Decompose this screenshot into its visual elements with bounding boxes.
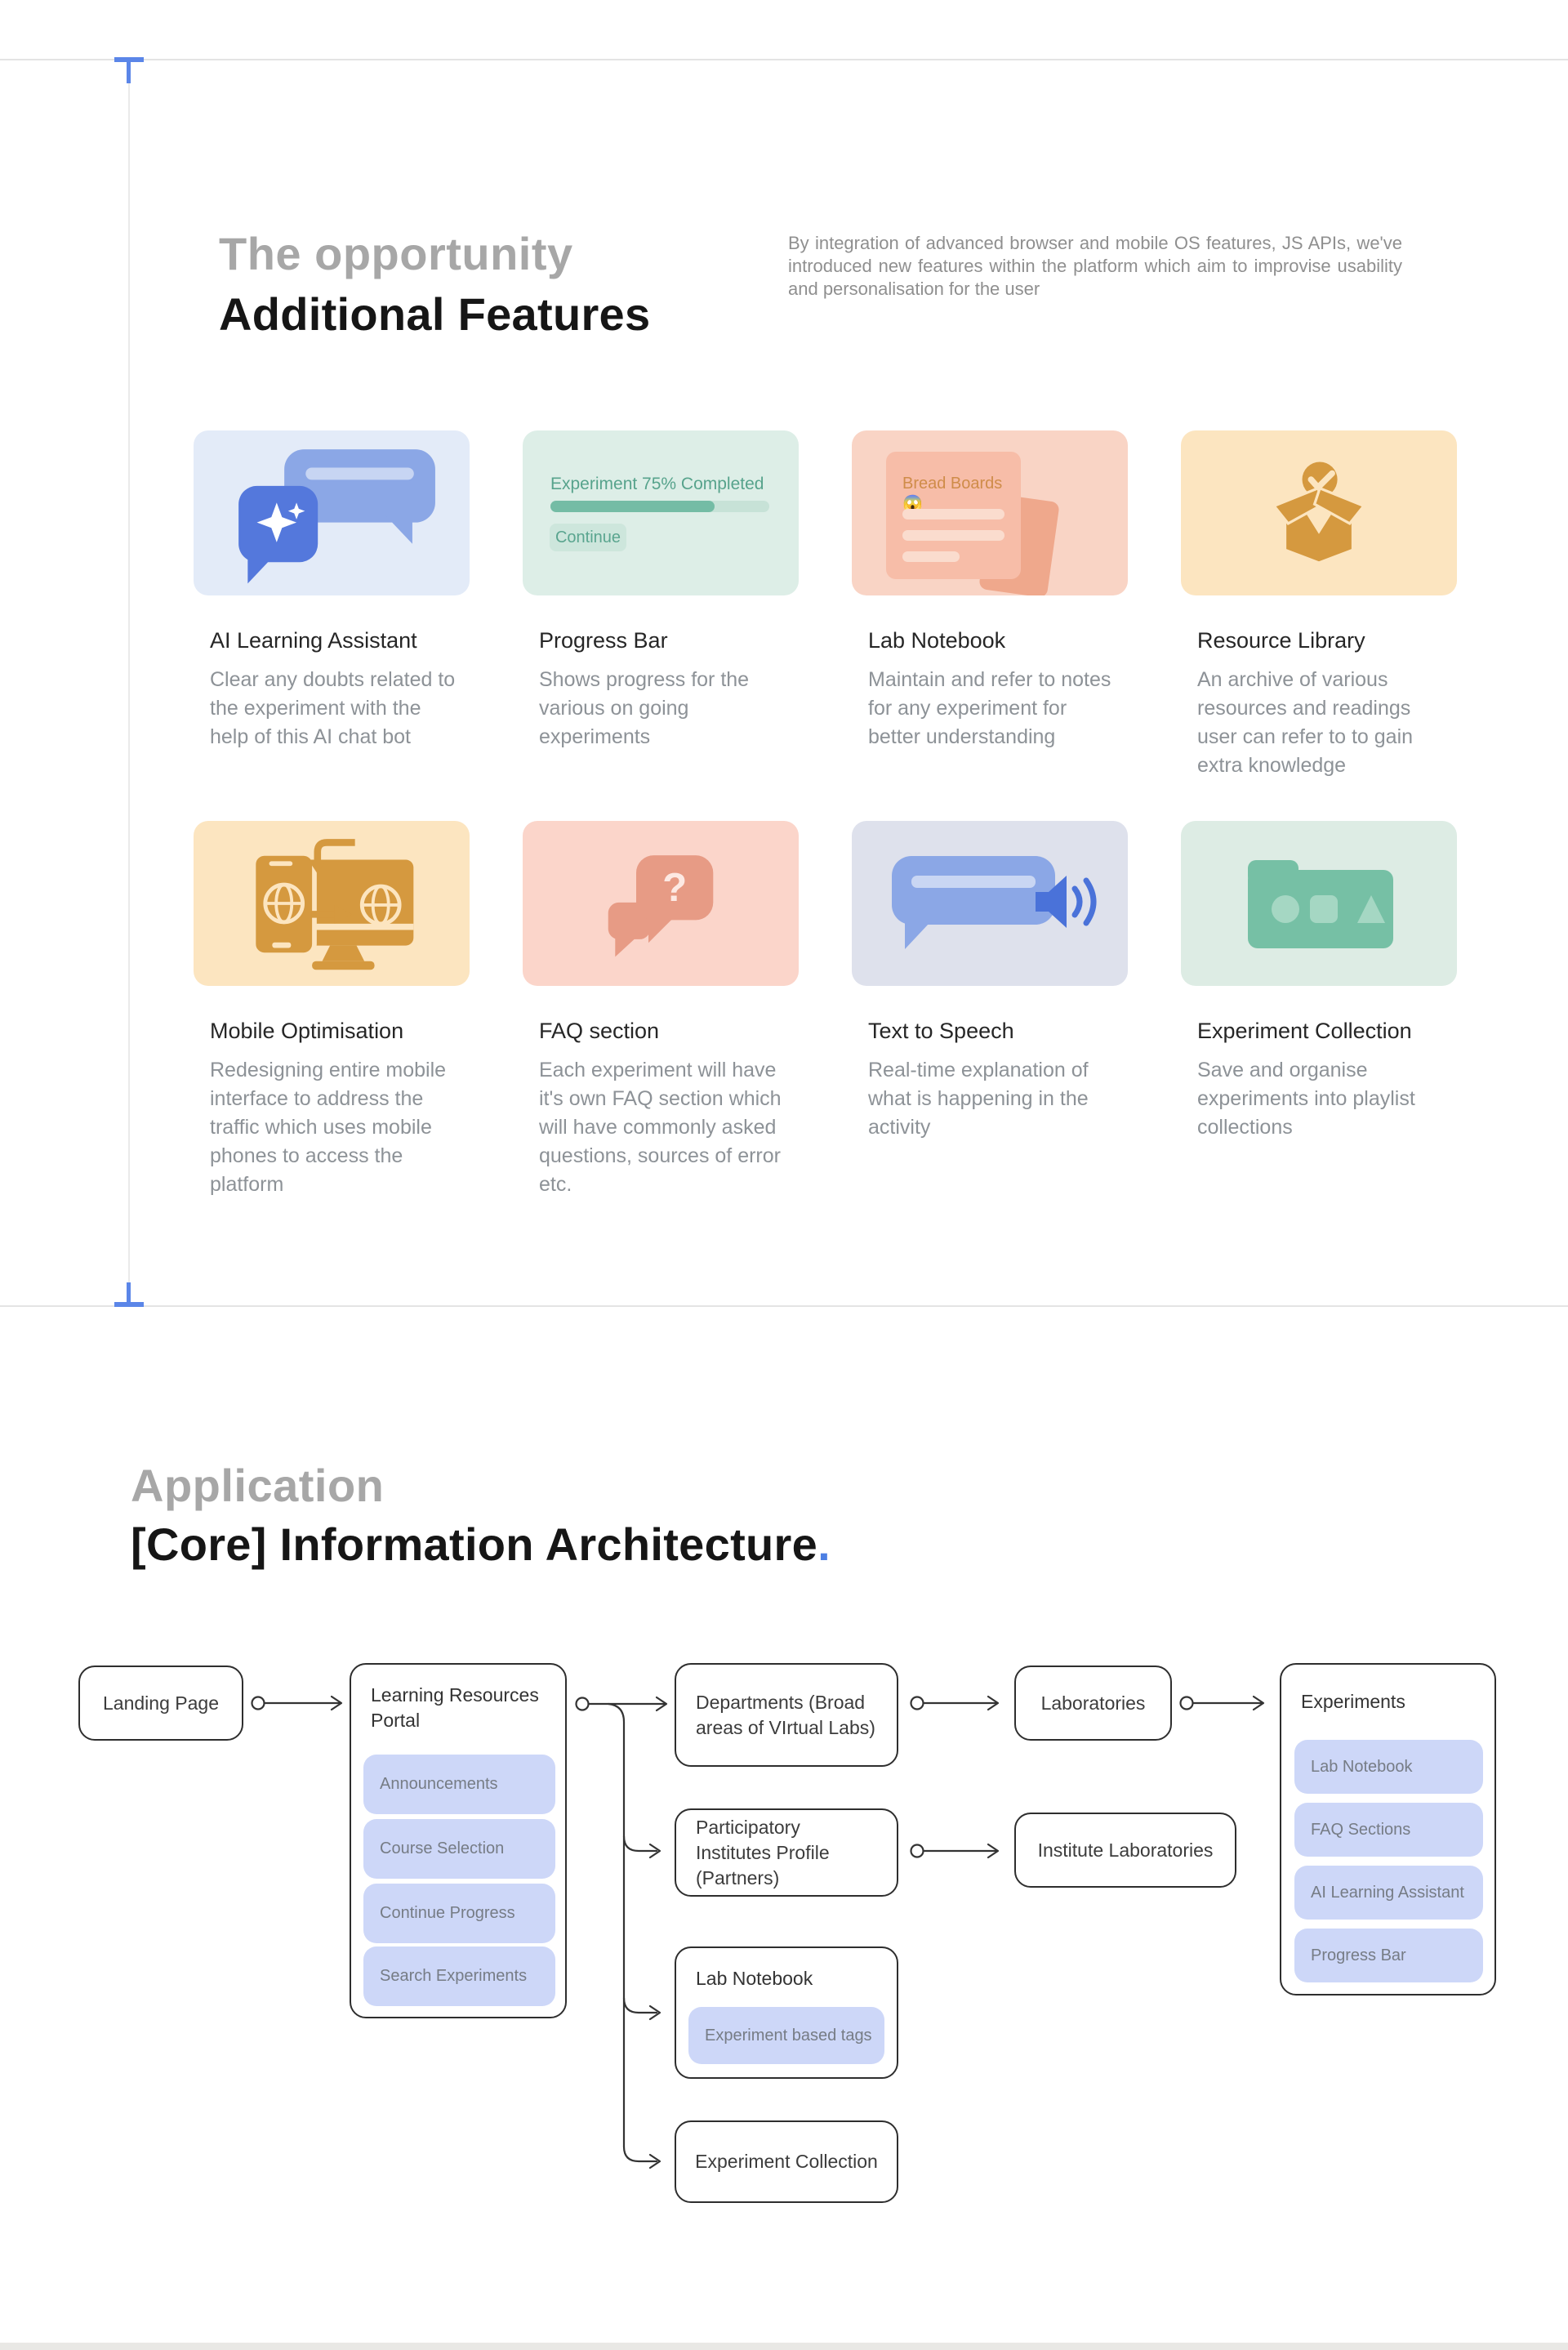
feature-experiment-collection: Experiment Collection Save and organise …	[1181, 821, 1457, 1142]
flow-node-landing-page: Landing Page	[78, 1666, 243, 1741]
faq-card: ?	[523, 821, 799, 986]
guide-marker-top-icon	[114, 57, 144, 62]
progress-track	[550, 501, 769, 512]
portal-item-course-selection: Course Selection	[363, 1819, 555, 1879]
features-title: Additional Features	[219, 288, 651, 340]
flow-node-experiment-collection: Experiment Collection	[675, 2120, 898, 2203]
feature-title: Mobile Optimisation	[210, 1019, 404, 1043]
flow-node-label: Participatory Institutes Profile (Partne…	[696, 1816, 830, 1888]
resource-library-card	[1181, 430, 1457, 595]
collection-folder-icon	[1248, 860, 1393, 948]
feature-description: Redesigning entire mobile interface to a…	[210, 1059, 447, 1196]
feature-title: AI Learning Assistant	[210, 628, 417, 653]
feature-ai-assistant: AI Learning Assistant Clear any doubts r…	[194, 430, 470, 751]
feature-title: Text to Speech	[868, 1019, 1014, 1043]
feature-text-to-speech: Text to Speech Real-time explanation of …	[852, 821, 1128, 1142]
progress-card: Experiment 75% Completed Continue	[523, 430, 799, 595]
feature-progress-bar: Experiment 75% Completed Continue Progre…	[523, 430, 799, 751]
flow-node-title: Learning Resources Portal	[371, 1684, 539, 1731]
feature-title: FAQ section	[539, 1019, 660, 1043]
ia-title-period: .	[817, 1518, 831, 1570]
feature-title: Progress Bar	[539, 628, 668, 653]
flow-node-label: Experiment Collection	[695, 2151, 878, 2172]
portal-item-search-experiments: Search Experiments	[363, 1946, 555, 2006]
flow-node-participatory-institutes: Participatory Institutes Profile (Partne…	[675, 1808, 898, 1897]
top-guide-line	[0, 59, 1568, 60]
feature-title: Experiment Collection	[1197, 1019, 1412, 1043]
open-box-check-icon	[1272, 462, 1366, 561]
note-text-line	[902, 551, 960, 562]
flow-node-label: Laboratories	[1040, 1692, 1146, 1714]
experiments-item-lab-notebook: Lab Notebook	[1294, 1740, 1483, 1794]
feature-description: Real-time explanation of what is happeni…	[868, 1059, 1089, 1139]
feature-description: Save and organise experiments into playl…	[1197, 1059, 1415, 1139]
flow-node-institute-laboratories: Institute Laboratories	[1014, 1813, 1236, 1888]
flow-node-laboratories: Laboratories	[1014, 1666, 1172, 1741]
feature-description: Each experiment will have it's own FAQ s…	[539, 1059, 782, 1196]
ai-assistant-card	[194, 430, 470, 595]
note-text-line	[902, 509, 1004, 519]
guide-marker-bottom-icon	[114, 1302, 144, 1307]
feature-title: Resource Library	[1197, 628, 1365, 653]
flow-node-departments: Departments (Broad areas of VIrtual Labs…	[675, 1663, 898, 1767]
progress-fill	[550, 501, 715, 512]
flow-node-experiments: Experiments Lab Notebook FAQ Sections AI…	[1280, 1663, 1496, 1995]
ia-title: [Core] Information Architecture.	[131, 1518, 831, 1571]
flow-node-label: Landing Page	[103, 1692, 219, 1714]
feature-description: An archive of various resources and read…	[1197, 668, 1414, 777]
feature-title: Lab Notebook	[868, 628, 1006, 653]
section-divider-line	[0, 1305, 1568, 1307]
feature-resource-library: Resource Library An archive of various r…	[1181, 430, 1457, 780]
feature-description: Clear any doubts related to the experime…	[210, 668, 456, 748]
flow-node-label: Institute Laboratories	[1037, 1839, 1214, 1861]
flow-node-title: Experiments	[1301, 1691, 1405, 1712]
progress-label: Experiment 75% Completed	[550, 475, 764, 493]
flow-node-learning-resources-portal: Learning Resources Portal Announcements …	[350, 1663, 567, 2018]
feature-description: Maintain and refer to notes for any expe…	[868, 668, 1111, 748]
bottom-page-edge	[0, 2343, 1568, 2350]
notebook-note-icon: Bread Boards 😱	[886, 452, 1021, 579]
lab-notebook-card: Bread Boards 😱	[852, 430, 1128, 595]
experiment-collection-card	[1181, 821, 1457, 986]
note-text-line	[902, 530, 1004, 541]
flow-connectors	[251, 1695, 1265, 2169]
svg-text:?: ?	[662, 865, 687, 910]
feature-mobile-optimisation: Mobile Optimisation Redesigning entire m…	[194, 821, 470, 1199]
experiments-item-ai-learning-assistant: AI Learning Assistant	[1294, 1866, 1483, 1920]
features-eyebrow: The opportunity	[219, 228, 573, 279]
experiments-item-faq-sections: FAQ Sections	[1294, 1803, 1483, 1857]
device-sync-icon	[251, 839, 414, 970]
feature-lab-notebook: Bread Boards 😱 Lab Notebook Maintain and…	[852, 430, 1128, 751]
ia-eyebrow: Application	[131, 1460, 385, 1511]
feature-faq-section: ? FAQ section Each experiment will have …	[523, 821, 799, 1199]
lab-notebook-tag: Experiment based tags	[688, 2007, 884, 2064]
feature-description: Shows progress for the various on going …	[539, 668, 750, 748]
features-intro: By integration of advanced browser and m…	[788, 233, 1402, 299]
text-to-speech-card	[852, 821, 1128, 986]
speech-bubble-speaker-icon	[892, 856, 1097, 949]
notebook-note-title: Bread Boards 😱	[902, 475, 1003, 513]
left-guide-line	[128, 59, 130, 1305]
question-bubbles-icon: ?	[608, 855, 714, 957]
guide-marker-top-stem-icon	[127, 62, 131, 83]
experiments-item-progress-bar: Progress Bar	[1294, 1929, 1483, 1982]
flow-node-label: Departments (Broad areas of VIrtual Labs…	[696, 1691, 875, 1738]
continue-button: Continue	[550, 524, 626, 551]
chat-bubbles-sparkle-icon	[238, 449, 435, 584]
portal-item-announcements: Announcements	[363, 1755, 555, 1814]
flow-node-title: Lab Notebook	[696, 1968, 813, 1989]
ia-title-text: [Core] Information Architecture	[131, 1518, 818, 1570]
mobile-optimisation-card	[194, 821, 470, 986]
information-architecture-diagram: Landing Page Learning Resources Portal A…	[0, 1650, 1568, 2254]
flow-node-lab-notebook: Lab Notebook Experiment based tags	[675, 1946, 898, 2079]
guide-marker-bottom-stem-icon	[127, 1282, 131, 1304]
portal-item-continue-progress: Continue Progress	[363, 1884, 555, 1943]
